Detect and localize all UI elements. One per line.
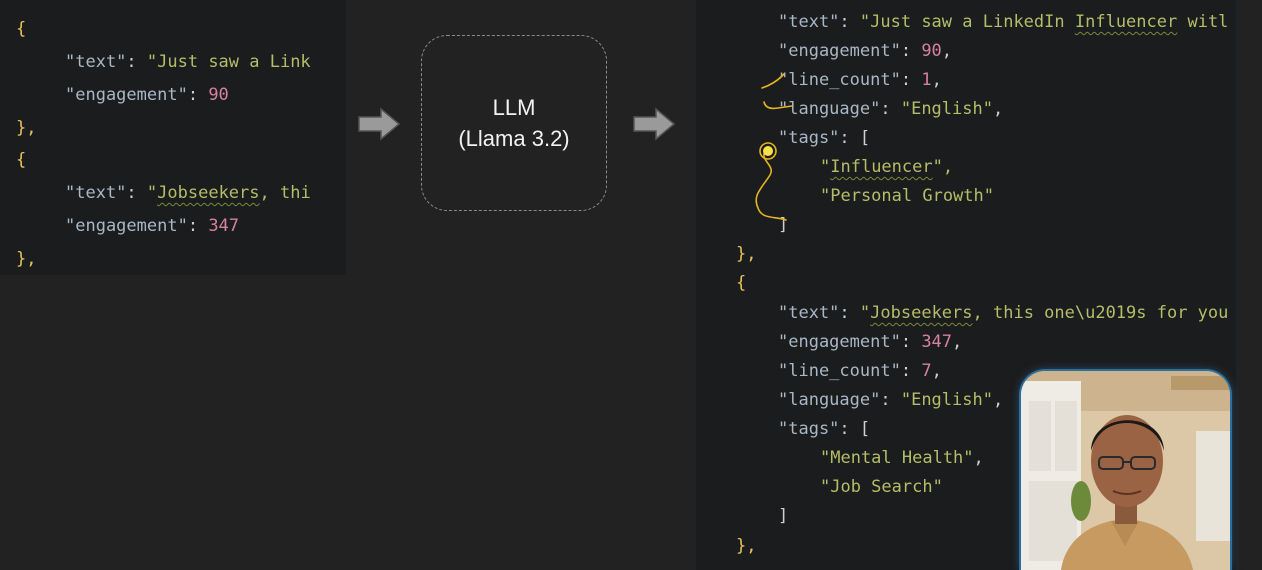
json-string-flagged: Influencer [830, 157, 933, 177]
quote: " [820, 157, 831, 177]
json-string: "Just saw a [859, 12, 983, 32]
json-number: 90 [208, 85, 229, 105]
separator: : [187, 216, 209, 236]
close-brace: }, [736, 536, 757, 556]
json-key: "tags" [778, 128, 840, 148]
json-number: 1 [921, 70, 932, 90]
quote: ", [932, 157, 954, 177]
separator: : [839, 303, 860, 323]
json-key: "engagement" [778, 41, 901, 61]
llm-title: LLM [492, 95, 536, 120]
json-string: "Mental Health" [820, 448, 974, 468]
comma: , [931, 361, 942, 381]
json-number: 90 [921, 41, 942, 61]
comma: , [952, 332, 963, 352]
json-string-flagged: Jobseekers [157, 183, 260, 203]
open-brace: { [16, 150, 27, 170]
json-string: "English" [900, 390, 993, 410]
json-key: "tags" [778, 419, 840, 439]
json-string: witl [1177, 12, 1229, 32]
code-line-tags: "tags": [ [778, 419, 870, 439]
json-key: "text" [778, 303, 840, 323]
json-key: "engagement" [65, 85, 188, 105]
code-line-text: "text": "Jobseekers, thi [65, 183, 311, 203]
close-brace: }, [16, 118, 37, 138]
output-json-panel: "text": "Just saw a LinkedIn Influencer … [696, 0, 1236, 570]
code-line-engagement: "engagement": 347 [65, 216, 239, 236]
comma: , [931, 70, 942, 90]
json-key: "line_count" [778, 361, 901, 381]
separator: : [900, 361, 922, 381]
json-key: "text" [65, 52, 127, 72]
right-arrow-icon [633, 107, 676, 141]
separator: : [900, 332, 922, 352]
code-line-engagement: "engagement": 347, [778, 332, 962, 352]
llm-box: LLM (Llama 3.2) [421, 35, 607, 211]
comma: , [992, 99, 1004, 119]
tag-item: "Personal Growth" [820, 186, 994, 206]
json-key: "language" [778, 99, 881, 119]
code-line-language: "language": "English", [778, 390, 1003, 410]
close-brace: }, [736, 244, 757, 264]
quote: " [146, 183, 158, 203]
separator: : [900, 70, 922, 90]
json-key: "engagement" [778, 332, 901, 352]
input-json-panel: { "text": "Just saw a Link "engagement":… [0, 0, 346, 275]
comma: , [992, 390, 1004, 410]
close-brace: }, [16, 249, 37, 269]
comma: , [941, 41, 953, 61]
json-key: "language" [778, 390, 881, 410]
code-line-engagement: "engagement": 90 [65, 85, 229, 105]
tag-item: "Job Search" [820, 477, 943, 497]
pen-annotation [755, 73, 793, 221]
json-number: 7 [921, 361, 932, 381]
separator: : [187, 85, 209, 105]
open-brace: { [16, 19, 27, 39]
code-line-engagement: "engagement": 90, [778, 41, 952, 61]
json-number: 347 [208, 216, 240, 236]
code-line-language: "language": "English", [778, 99, 1003, 119]
open-brace: { [736, 273, 747, 293]
json-string: "English" [900, 99, 993, 119]
json-string: , this one\u2019s for you [972, 303, 1229, 323]
json-string: LinkedIn [982, 12, 1065, 32]
comma: , [973, 448, 984, 468]
json-key: "text" [778, 12, 840, 32]
separator: : [880, 99, 901, 119]
tag-item: "Mental Health", [820, 448, 984, 468]
presenter-webcam [1021, 371, 1230, 570]
close-bracket: ] [778, 215, 789, 235]
separator: : [839, 12, 860, 32]
close-bracket: ] [778, 506, 789, 526]
separator: : [ [839, 128, 871, 148]
json-key: "engagement" [65, 216, 188, 236]
json-number: 347 [921, 332, 953, 352]
json-string: , thi [259, 183, 311, 203]
tag-item: "Influencer", [820, 157, 953, 177]
separator: : [880, 390, 901, 410]
code-line-text: "text": "Just saw a Link [65, 52, 311, 72]
llm-model-name: (Llama 3.2) [458, 126, 570, 151]
code-line-line-count: "line_count": 1, [778, 70, 942, 90]
presenter-image [1021, 371, 1230, 570]
quote: " [859, 303, 871, 323]
json-string: "Just saw a Link [146, 52, 311, 72]
separator: : [ [839, 419, 871, 439]
json-key: "line_count" [778, 70, 901, 90]
right-arrow-icon [358, 107, 401, 141]
code-line-text: "text": "Jobseekers, this one\u2019s for… [778, 303, 1228, 323]
json-string-flagged: Jobseekers [870, 303, 973, 323]
separator: : [126, 183, 147, 203]
code-line-tags: "tags": [ [778, 128, 870, 148]
separator: : [900, 41, 922, 61]
separator: : [126, 52, 147, 72]
json-string-flagged: Influencer [1074, 12, 1178, 32]
code-line-text: "text": "Just saw a LinkedIn Influencer … [778, 12, 1228, 32]
code-line-line-count: "line_count": 7, [778, 361, 942, 381]
json-key: "text" [65, 183, 127, 203]
